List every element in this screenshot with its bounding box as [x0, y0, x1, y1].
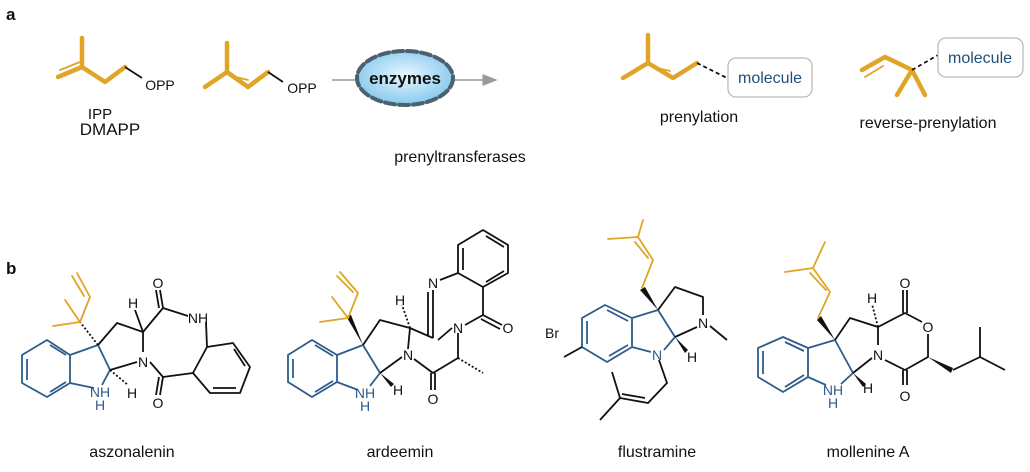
ardeemin-structure: NH H N H H N N O O	[287, 229, 514, 414]
atom-label: H	[395, 292, 405, 308]
atom-label: O	[153, 275, 164, 291]
compound-name: aszonalenin	[89, 444, 174, 461]
molecule-box	[937, 37, 1024, 78]
atom-label: N	[428, 275, 438, 291]
compound-name: ardeemin	[367, 444, 434, 461]
ipp-label: IPP	[88, 106, 112, 123]
atom-label: N	[652, 347, 662, 363]
atom-label: N	[138, 354, 148, 370]
prenylation-structure: molecule	[620, 32, 813, 98]
atom-label: H	[360, 398, 370, 414]
ipp-opp-label: OPP	[145, 77, 175, 93]
panel-label-a: a	[6, 5, 16, 24]
panel-label-b: b	[6, 259, 16, 278]
atom-label: O	[900, 388, 911, 404]
aszonalenin-structure: NH H N H H O NH O	[21, 272, 251, 413]
atom-label: NH	[823, 382, 843, 398]
atom-label: H	[863, 380, 873, 396]
atom-label: N	[403, 347, 413, 363]
atom-label: H	[687, 349, 697, 365]
atom-label: NH	[188, 310, 208, 326]
dmapp-structure: OPP	[202, 40, 317, 96]
compound-name: flustramine	[618, 444, 696, 461]
atom-label: N	[698, 315, 708, 331]
molecule-label: molecule	[738, 70, 802, 87]
prenylation-label: prenylation	[660, 109, 738, 126]
atom-label: Br	[545, 325, 559, 341]
enzymes-label: enzymes	[369, 69, 441, 88]
atom-label: NH	[355, 385, 375, 401]
prenyltransferases-label: prenyltransferases	[394, 149, 526, 166]
reverse-prenylation-label: reverse-prenylation	[860, 115, 997, 132]
atom-label: O	[503, 320, 514, 336]
dmapp-label: DMAPP	[80, 120, 140, 139]
atom-label: H	[393, 382, 403, 398]
atom-label: O	[923, 319, 934, 335]
flustramine-structure: Br N N H	[545, 219, 728, 421]
atom-label: H	[95, 397, 105, 413]
atom-label: O	[153, 395, 164, 411]
atom-label: O	[900, 275, 911, 291]
atom-label: H	[828, 395, 838, 411]
atom-label: H	[128, 295, 138, 311]
atom-label: H	[867, 290, 877, 306]
atom-label: N	[453, 320, 463, 336]
atom-label: NH	[90, 384, 110, 400]
enzyme-ellipse: enzymes	[355, 49, 455, 107]
atom-label: H	[127, 385, 137, 401]
molecule-label: molecule	[948, 50, 1012, 67]
molecule-box	[727, 57, 813, 98]
atom-label: O	[428, 391, 439, 407]
mollenine-a-structure: NH H N H H O O O	[757, 241, 1006, 411]
dmapp-opp-label: OPP	[287, 80, 317, 96]
reverse-prenylation-structure: molecule	[859, 37, 1024, 98]
ipp-structure: OPP	[55, 35, 175, 93]
compound-name: mollenine A	[827, 444, 910, 461]
atom-label: N	[873, 347, 883, 363]
